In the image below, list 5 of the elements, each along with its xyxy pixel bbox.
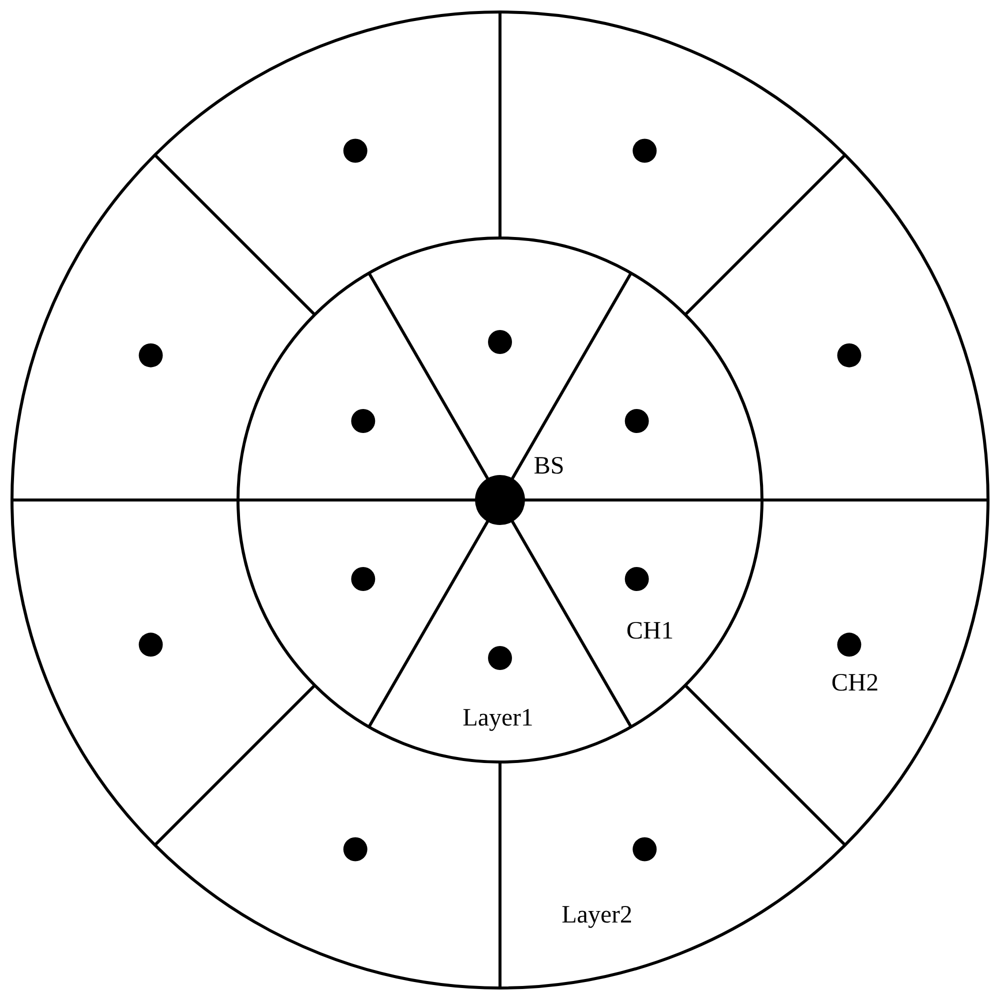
- layer-label: Layer2: [562, 902, 632, 928]
- base-station-label: BS: [534, 454, 564, 478]
- cluster-head-label: CH1: [626, 618, 674, 644]
- cluster-head-label: CH2: [831, 670, 879, 696]
- layer-label: Layer1: [462, 706, 534, 730]
